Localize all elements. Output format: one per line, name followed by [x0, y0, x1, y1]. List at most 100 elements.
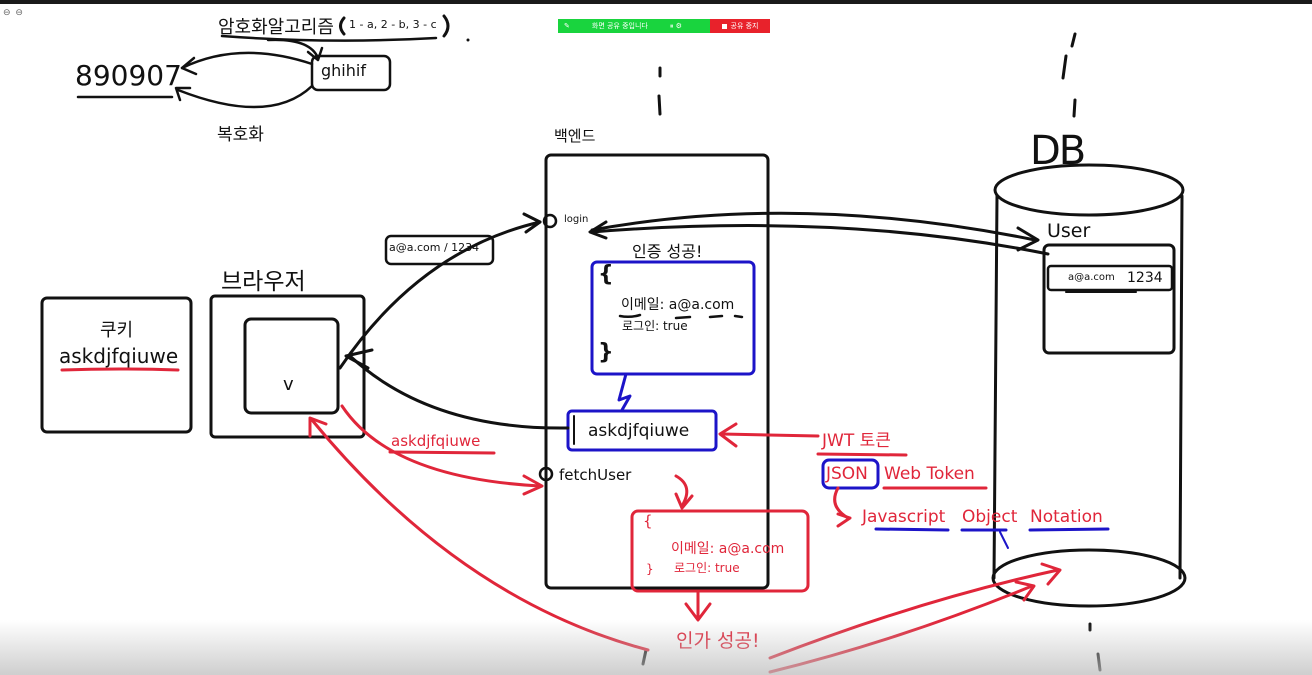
fetch-inner-arrowhead	[674, 492, 694, 510]
obj2-open-brace: {	[643, 512, 653, 530]
obj1-underlines	[618, 313, 744, 320]
obj1-email: 이메일: a@a.com	[621, 297, 735, 313]
login-label: login	[564, 214, 589, 225]
user-table	[1042, 243, 1176, 355]
decrypt-label: 복호화	[217, 125, 264, 145]
db-right-edge	[1178, 194, 1184, 580]
db-bottom	[991, 548, 1187, 608]
top-bar	[0, 0, 1312, 4]
encrypt-arrow	[180, 51, 314, 70]
json-box	[821, 458, 880, 490]
auth-object-box	[590, 260, 756, 376]
authz-return-arrow	[310, 418, 650, 652]
user-row	[1046, 264, 1174, 292]
fetch-request-arrow	[340, 404, 542, 488]
object-tick	[999, 531, 1009, 549]
token-response-arrow	[348, 354, 570, 430]
jwt-label: JWT 토큰	[822, 431, 891, 451]
db-update-arrowhead-2	[1040, 562, 1062, 586]
db-left-edge	[992, 194, 999, 580]
cipher-text: ghihif	[321, 61, 366, 80]
obj1-open-brace: {	[598, 262, 614, 287]
separator-4	[641, 648, 648, 666]
algo-arrow	[266, 38, 320, 60]
obj1-login: 로그인: true	[622, 319, 688, 333]
pause-icon[interactable]: ⏸ ⚙	[669, 21, 682, 30]
jwt-arrowhead	[718, 422, 738, 448]
stop-icon	[721, 23, 727, 29]
jwt-arrow	[720, 432, 820, 438]
backend-box	[544, 153, 770, 590]
cookie-value: askdjfqiuwe	[59, 344, 179, 368]
sent-token-underline	[388, 450, 496, 455]
obj2-close-brace: }	[646, 562, 654, 576]
paren-open	[339, 16, 346, 36]
dot	[466, 38, 470, 42]
login-request-arrowhead	[522, 212, 542, 234]
db-response-arrow	[590, 224, 1050, 256]
cipher-box	[310, 54, 392, 92]
stop-share-label: 공유 중지	[730, 22, 759, 30]
fetch-inner-arrow	[674, 474, 689, 508]
fetch-request-arrowhead	[522, 474, 544, 496]
algo-arrowhead	[306, 46, 324, 62]
credentials-box	[384, 234, 495, 266]
sent-token-label: askdjfqiuwe	[391, 432, 481, 450]
notation-label: Notation	[1030, 507, 1103, 527]
web-token-label: Web Token	[884, 464, 975, 484]
obj1-close-brace: }	[598, 340, 614, 365]
separator-1	[657, 66, 662, 116]
credentials-text: a@a.com / 1234	[389, 241, 480, 254]
object-label: Object	[962, 507, 1018, 527]
json-expand-arrowhead	[836, 512, 852, 528]
auth-success-label: 인증 성공!	[632, 242, 703, 261]
decrypt-arrow	[176, 84, 314, 109]
token-zigzag	[617, 372, 632, 412]
algorithm-label: 암호화알고리즘	[218, 17, 334, 38]
javascript-label: Javascript	[862, 507, 946, 527]
browser-screen	[243, 317, 340, 415]
browser-title: 브라우저	[221, 269, 306, 295]
obj2-email: 이메일: a@a.com	[671, 541, 785, 557]
user-table-title: User	[1047, 220, 1091, 242]
db-query-arrowhead	[1016, 226, 1040, 252]
login-endpoint	[542, 213, 558, 229]
stop-share-button[interactable]: 공유 중지	[710, 19, 770, 33]
token-response-arrowhead	[344, 348, 374, 370]
db-response-arrowhead	[588, 220, 608, 240]
fetch-object-box	[630, 509, 810, 593]
share-status: ✎ 화면 공유 중입니다 ⏸ ⚙	[558, 19, 710, 33]
db-row-email: a@a.com	[1068, 272, 1115, 283]
token-box	[566, 409, 718, 452]
share-icon: ✎	[564, 22, 570, 30]
cookie-title: 쿠키	[100, 320, 134, 341]
fetchuser-label: fetchUser	[559, 466, 632, 484]
authz-return-arrowhead	[308, 416, 328, 438]
browser-check: v	[283, 374, 294, 395]
window-controls[interactable]: ⊖ ⊖	[3, 8, 24, 18]
separator-2	[1061, 32, 1077, 118]
db-query-arrow	[590, 211, 1037, 242]
db-update-arrowhead	[1014, 580, 1036, 602]
number-label: 890907	[75, 59, 182, 92]
db-top	[993, 163, 1185, 217]
share-status-text: 화면 공유 중입니다	[591, 22, 648, 30]
screen-share-bar: ✎ 화면 공유 중입니다 ⏸ ⚙ 공유 중지	[558, 19, 770, 33]
login-request-arrow	[338, 220, 542, 370]
backend-title: 백엔드	[554, 127, 596, 145]
json-label: JSON	[826, 464, 868, 484]
db-update-arrow-2	[768, 568, 1060, 660]
algorithm-underline	[220, 34, 438, 42]
fetchuser-endpoint	[538, 466, 554, 482]
token-text: askdjfqiuwe	[588, 421, 690, 441]
algorithm-rule: 1 - a, 2 - b, 3 - c	[349, 18, 437, 31]
db-row-password: 1234	[1127, 270, 1163, 286]
decrypt-arrowhead	[174, 86, 192, 102]
separator-3	[1088, 622, 1102, 672]
jwt-underline	[816, 452, 908, 457]
encrypt-arrowhead	[180, 56, 198, 76]
db-title: DB	[1030, 128, 1086, 174]
cookie-underline	[60, 367, 180, 372]
authz-success-label: 인가 성공!	[676, 630, 760, 652]
